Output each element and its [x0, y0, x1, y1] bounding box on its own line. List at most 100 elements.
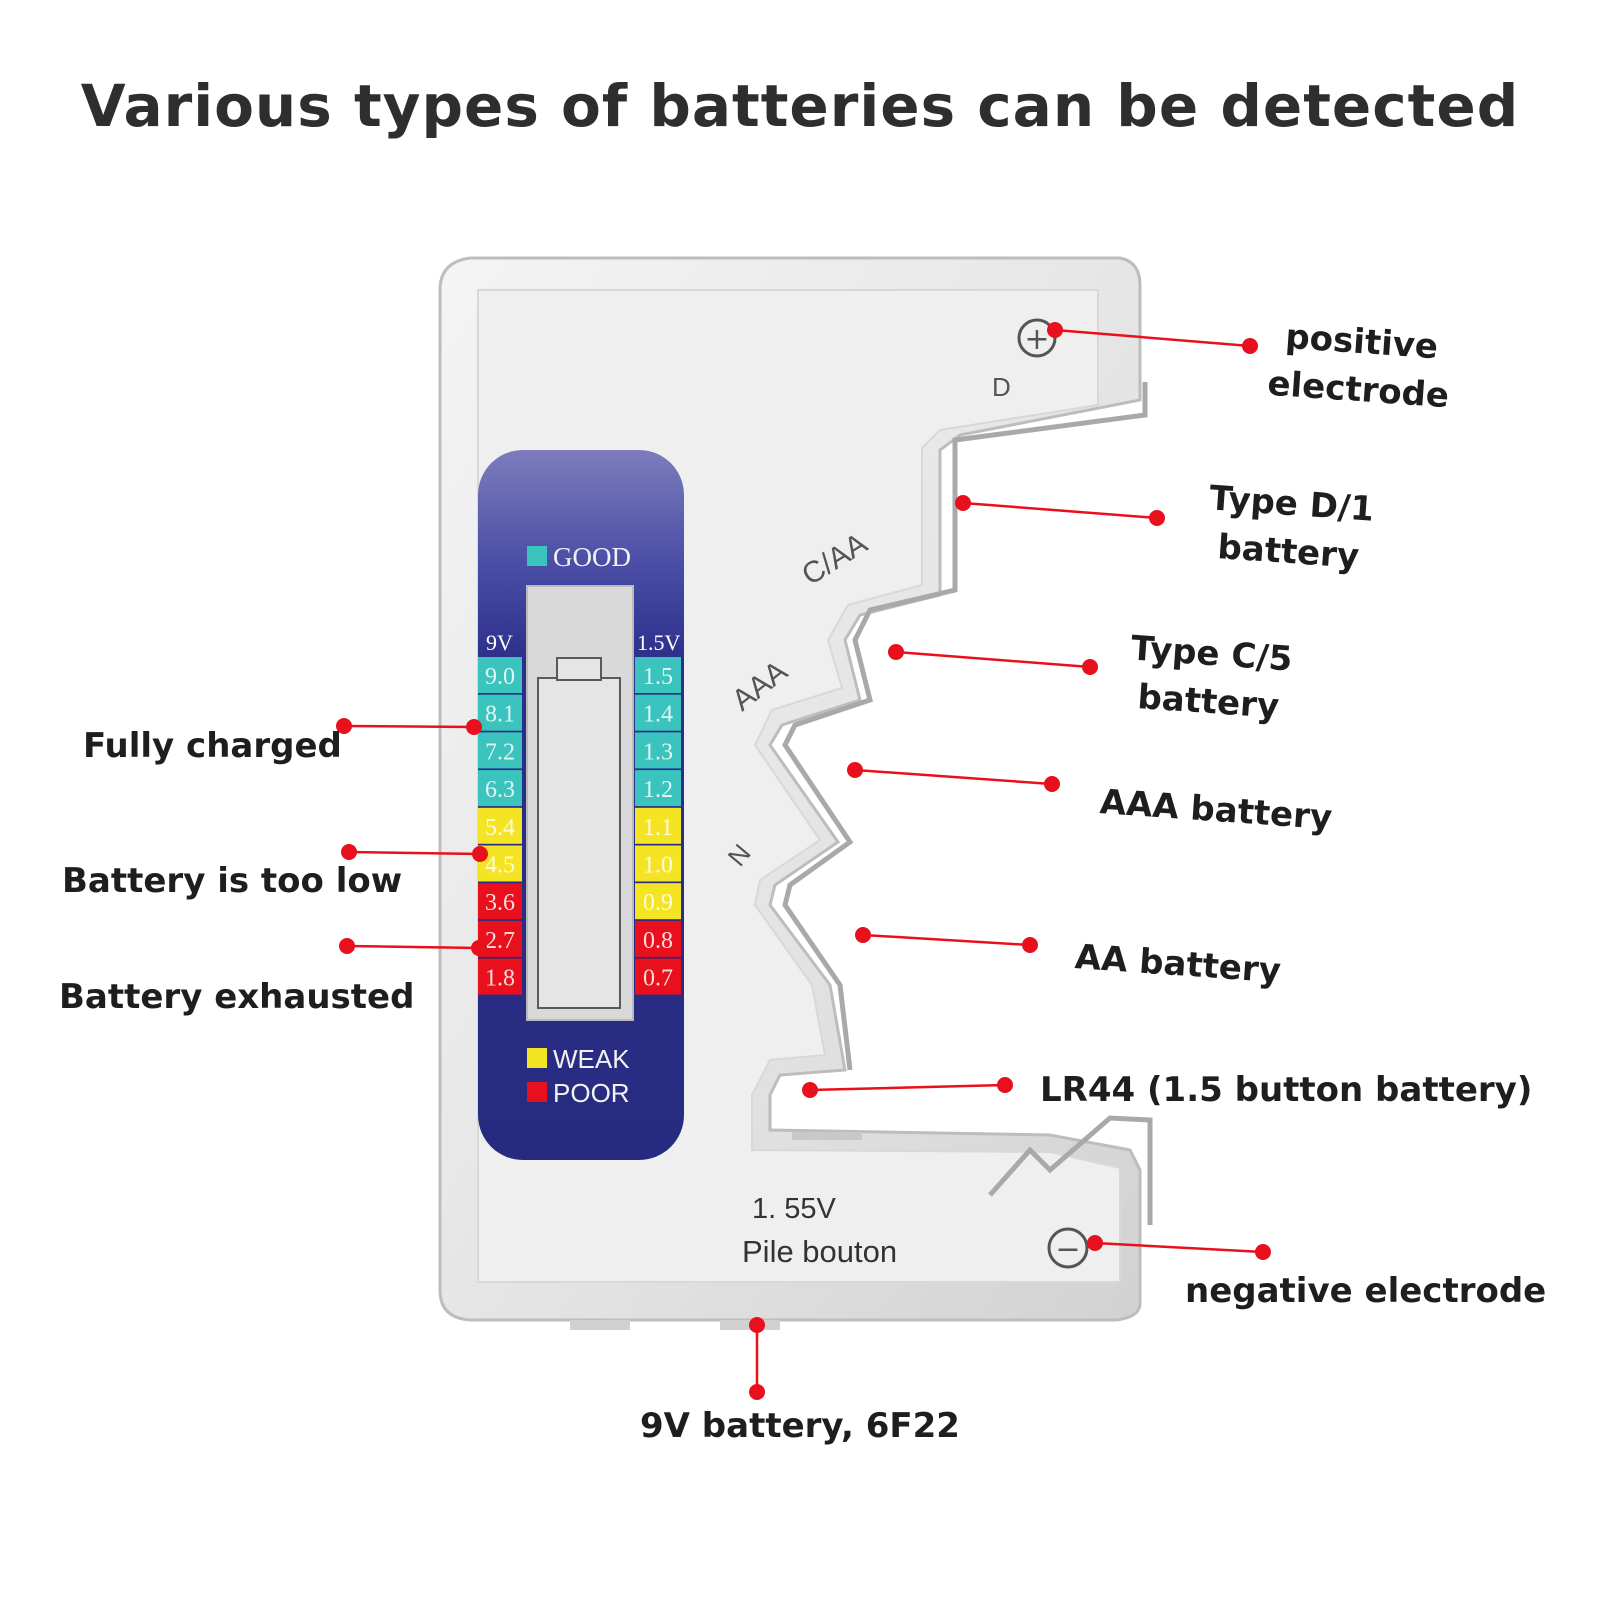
scale-value: 1.2 — [643, 777, 673, 803]
callout-line-aa — [862, 933, 1031, 947]
callout-dot-type-d-end — [1149, 510, 1165, 526]
meter-inner — [537, 677, 621, 1009]
scale-cell-poor — [478, 958, 522, 995]
scale-15v: 1.5 1.4 1.3 1.2 1.1 1.0 0.9 0.8 0.7 — [635, 657, 681, 995]
caption-fully-charged: Fully charged — [83, 726, 342, 766]
scale-cell-good — [635, 657, 681, 693]
callout-dot-type-d-start — [955, 495, 971, 511]
scale-cell-poor — [478, 883, 522, 920]
callout-dot-aaa-end — [1044, 776, 1060, 792]
scale-value: 3.6 — [485, 890, 515, 916]
callout-dot-aa-end — [1022, 937, 1038, 953]
scale-value: 1.3 — [643, 739, 673, 765]
callout-dot-negative-start — [1087, 1235, 1103, 1251]
scale-value: 6.3 — [485, 777, 515, 803]
scale-cell-good — [635, 770, 681, 807]
callout-dot-lr44-end — [997, 1077, 1013, 1093]
callout-line-lr44 — [809, 1083, 1006, 1092]
scale-value: 1.4 — [643, 702, 673, 728]
scale-value: 1.5 — [643, 664, 673, 690]
scale-15v-header: 1.5V — [637, 630, 681, 655]
slot-label-d: D — [992, 372, 1011, 402]
callout-dot-type-c-end — [1082, 659, 1098, 675]
callout-dot-negative-end — [1255, 1244, 1271, 1260]
caption-type-c-battery: Type C/5 battery — [1097, 622, 1323, 733]
scale-cell-poor — [635, 920, 681, 957]
callout-dot-battery-low-end — [472, 846, 488, 862]
scale-cell-weak — [635, 807, 681, 844]
meter-battery-cap — [556, 657, 602, 681]
scale-cell-weak — [478, 807, 522, 844]
scale-cell-good — [635, 732, 681, 769]
scale-value: 8.1 — [485, 702, 515, 728]
good-label: GOOD — [553, 542, 631, 572]
weak-swatch — [527, 1048, 547, 1068]
callout-dot-aaa-start — [847, 762, 863, 778]
callout-dot-lr44-start — [802, 1082, 818, 1098]
scale-cell-good — [635, 694, 681, 731]
button-contact-plate — [792, 1132, 862, 1140]
callout-line-battery-exhausted — [346, 944, 480, 950]
callout-dot-type-c-start — [888, 644, 904, 660]
caption-lr44-battery: LR44 (1.5 button battery) — [1040, 1070, 1533, 1110]
button-spring — [988, 1115, 1153, 1225]
callout-dot-fully-charged-start — [336, 718, 352, 734]
callout-line-negative — [1094, 1241, 1264, 1254]
poor-swatch — [527, 1082, 547, 1102]
callout-dot-battery-exhausted-start — [339, 938, 355, 954]
scale-value: 7.2 — [485, 739, 515, 765]
callout-dot-positive-start — [1047, 322, 1063, 338]
page-title: Various types of batteries can be detect… — [80, 72, 1520, 140]
callout-line-fully-charged — [343, 724, 475, 729]
scale-value: 5.4 — [485, 815, 515, 841]
scale-value: 2.7 — [485, 928, 515, 954]
scale-cell-poor — [635, 958, 681, 995]
scale-9v: 9.0 8.1 7.2 6.3 5.4 4.5 3.6 2.7 1.8 — [478, 657, 522, 995]
caption-negative-electrode: negative electrode — [1185, 1271, 1547, 1311]
scale-value: 0.9 — [643, 890, 673, 916]
scale-value: 9.0 — [485, 664, 515, 690]
callout-line-type-c — [895, 650, 1091, 669]
scale-cell-weak — [635, 883, 681, 920]
button-battery-label: Pile bouton — [742, 1234, 897, 1269]
weak-label: WEAK — [553, 1044, 630, 1074]
caption-battery-exhausted: Battery exhausted — [59, 977, 415, 1017]
callout-dot-9v-start — [749, 1317, 765, 1333]
scale-cell-good — [478, 694, 522, 731]
scale-cell-good — [478, 657, 522, 693]
positive-symbol-icon: + — [1024, 322, 1049, 357]
callout-line-battery-low — [348, 850, 481, 856]
poor-label: POOR — [553, 1078, 630, 1108]
9v-terminal-left — [570, 1320, 630, 1330]
scale-value: 0.7 — [643, 966, 673, 992]
callout-dot-fully-charged-end — [466, 719, 482, 735]
scale-cell-good — [478, 732, 522, 769]
caption-type-d-battery: Type D/1 battery — [1177, 472, 1403, 583]
callout-line-aaa — [854, 768, 1053, 786]
scale-cell-weak — [635, 845, 681, 882]
scale-value: 1.0 — [643, 853, 673, 879]
good-swatch — [527, 546, 547, 566]
caption-positive-electrode: positive electrode — [1252, 311, 1468, 421]
scale-value: 4.5 — [485, 853, 515, 879]
button-voltage-label: 1. 55V — [752, 1193, 836, 1225]
callout-lines — [336, 322, 1271, 1400]
scale-9v-header: 9V — [486, 630, 513, 655]
callout-dot-battery-exhausted-end — [471, 940, 487, 956]
callout-line-positive — [1054, 328, 1251, 348]
scale-value: 0.8 — [643, 928, 673, 954]
callout-dot-9v-end — [749, 1384, 765, 1400]
callout-dot-battery-low-start — [341, 844, 357, 860]
negative-symbol-ring — [1047, 1227, 1089, 1269]
negative-symbol-icon: − — [1055, 1232, 1080, 1267]
scale-value: 1.1 — [643, 815, 673, 841]
scale-value: 1.8 — [485, 966, 515, 992]
callout-dot-aa-start — [855, 927, 871, 943]
callout-dot-positive-end — [1242, 338, 1258, 354]
spring-contact — [782, 382, 1148, 1071]
caption-battery-low: Battery is too low — [62, 861, 403, 901]
caption-9v-battery: 9V battery, 6F22 — [640, 1406, 960, 1446]
scale-cell-good — [478, 770, 522, 807]
